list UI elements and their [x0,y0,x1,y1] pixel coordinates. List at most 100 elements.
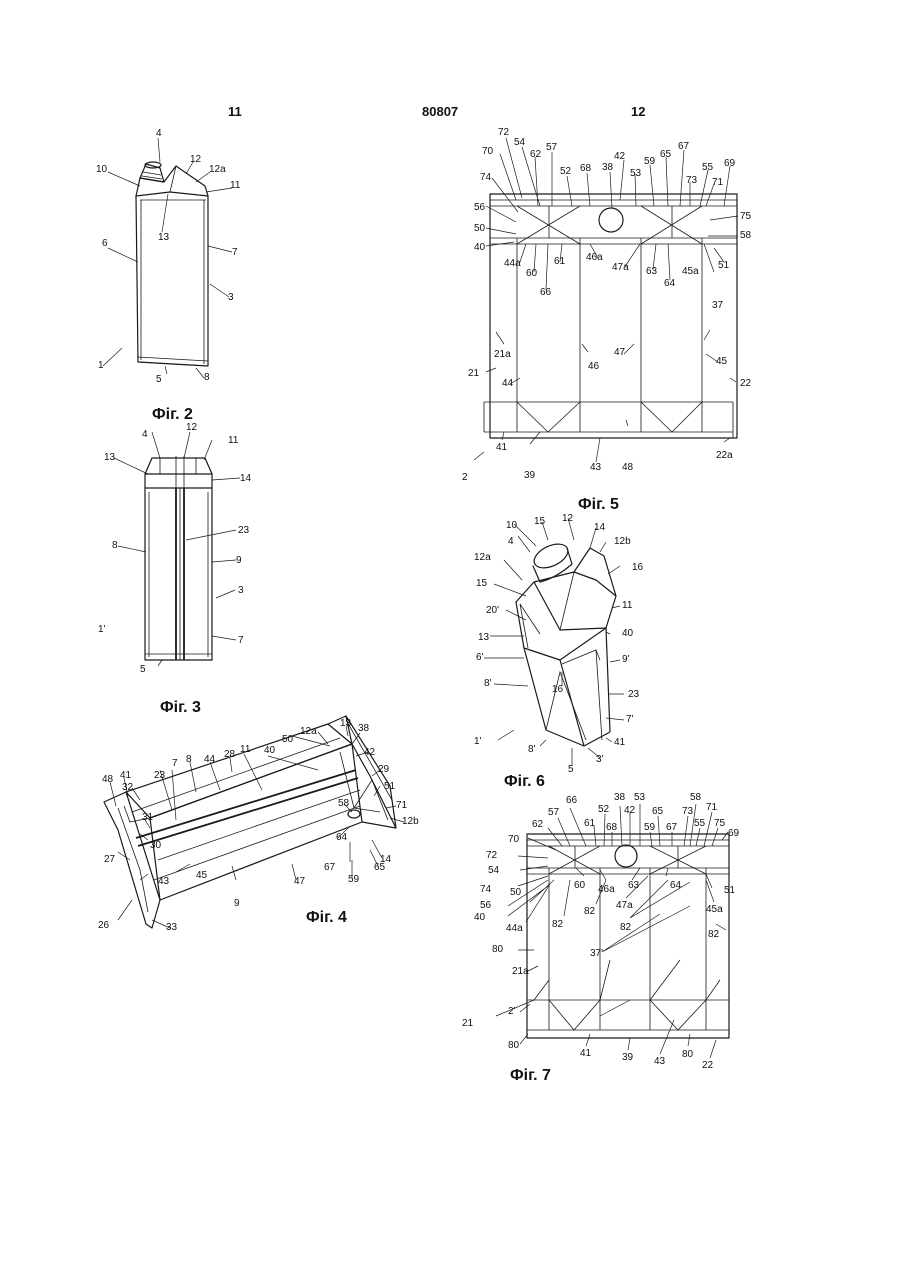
fig3-ref: 12 [186,422,198,433]
fig4-ref: 71 [396,800,408,811]
fig5-caption: Фіг. 5 [578,496,619,513]
fig2-reference-numerals: 4 10 12 12a 11 6 13 7 3 1 5 8 [96,128,241,385]
fig3-ref: 4 [142,429,148,440]
right-page-number: 12 [631,104,645,119]
fig7-ref: 82 [552,919,564,930]
fig4-caption: Фіг. 4 [306,909,347,926]
fig5-ref: 52 [560,166,572,177]
fig5-ref: 50 [474,223,486,234]
fig5-ref: 51 [718,260,730,271]
fig4-ref: 11 [240,744,251,755]
fig4-ref: 31 [142,812,154,823]
fig4-ref: 48 [102,774,114,785]
fig5-ref: 63 [646,266,658,277]
fig7-ref: 39 [622,1052,634,1063]
fig7-caption: Фіг. 7 [510,1067,551,1084]
fig6-ref: 16 [632,562,644,573]
fig5-ref: 62 [530,149,542,160]
fig5-ref: 69 [724,158,736,169]
fig2-ref: 8 [204,372,210,383]
fig4-ref: 12a [300,726,317,737]
fig5-ref: 44 [502,378,514,389]
fig4-ref: 45 [196,870,208,881]
fig7-ref: 67 [666,822,678,833]
fig6-ref: 12 [562,513,574,524]
fig7-ref: 82 [708,929,720,940]
fig7-ref: 72 [486,850,498,861]
fig5-ref: 37 [712,300,724,311]
fig5-drawing [484,194,737,438]
fig5-ref: 46 [588,361,600,372]
fig3-ref: 9 [236,555,242,566]
fig5-reference-numerals: 72 54 57 70 62 52 68 38 42 53 59 65 67 5… [462,127,752,483]
fig5-ref: 75 [740,211,752,222]
fig7-ref: 38 [614,792,626,803]
fig6-ref: 20' [486,605,499,616]
fig4-ref: 42 [364,747,376,758]
fig7-ref: 73 [682,806,694,817]
fig2-ref: 11 [230,180,241,191]
fig7-ref: 53 [634,792,646,803]
fig5-ref: 44a [504,258,521,269]
fig5-ref: 2 [462,472,468,483]
fig7-ref: 82 [584,906,596,917]
fig3-ref: 8 [112,540,118,551]
fig5-ref: 71 [712,177,724,188]
fig7-ref: 51 [724,885,736,896]
fig5-ref: 73 [686,175,698,186]
fig2-ref: 5 [156,374,162,385]
fig7-ref: 75 [714,818,726,829]
fig5-ref: 64 [664,278,676,289]
fig4-ref: 50 [282,734,294,745]
fig5-ref: 48 [622,462,634,473]
fig2-ref: 1 [98,360,104,371]
fig6-drawing [516,539,616,746]
fig4-ref: 28 [224,749,236,760]
fig6-ref: 6' [476,652,484,663]
fig3-reference-numerals: 4 12 11 13 14 23 8 9 3 1' 7 5 [98,422,252,675]
fig7-ref: 42 [624,805,636,816]
fig6-ref: 23 [628,689,640,700]
fig4-ref: 12b [402,816,419,827]
fig5-ref: 72 [498,127,510,138]
fig7-ref: 54 [488,865,500,876]
fig5-ref: 74 [480,172,492,183]
fig7-ref: 37' [590,948,603,959]
fig7-ref: 21a [512,966,529,977]
fig7-ref: 82 [620,922,632,933]
fig5-ref: 42 [614,151,626,162]
fig7-ref: 80 [508,1040,520,1051]
fig6-ref: 8' [528,744,536,755]
fig4-ref: 67 [324,862,336,873]
fig7-ref: 70 [508,834,520,845]
fig6-ref: 1' [474,736,482,747]
fig3-ref: 11 [228,435,239,446]
fig7-drawing [527,834,729,1038]
fig5-ref: 43 [590,462,602,473]
fig3-ref: 14 [240,473,252,484]
fig6-ref: 4 [508,536,514,547]
fig2-ref: 12a [209,164,226,175]
fig6-ref: 3' [596,754,604,765]
fig6-ref: 15 [534,516,546,527]
fig7-ref: 65 [652,806,664,817]
left-page-number: 11 [228,104,242,119]
fig7-ref: 61 [584,818,596,829]
fig7-ref: 45a [706,904,723,915]
fig7-ref: 44a [506,923,523,934]
fig3-ref: 13 [104,452,116,463]
fig5-ref: 53 [630,168,642,179]
fig7-ref: 66 [566,795,578,806]
fig5-ref: 66 [540,287,552,298]
fig5-ref: 55 [702,162,714,173]
fig2-ref: 7 [232,247,238,258]
fig3-ref: 1' [98,624,106,635]
fig5-ref: 22 [740,378,752,389]
fig5-ref: 21a [494,349,511,360]
fig7-ref: 69 [728,828,740,839]
fig5-ref: 70 [482,146,494,157]
fig6-ref: 11 [622,600,633,611]
fig7-ref: 59 [644,822,656,833]
fig4-ref: 9 [234,898,240,909]
